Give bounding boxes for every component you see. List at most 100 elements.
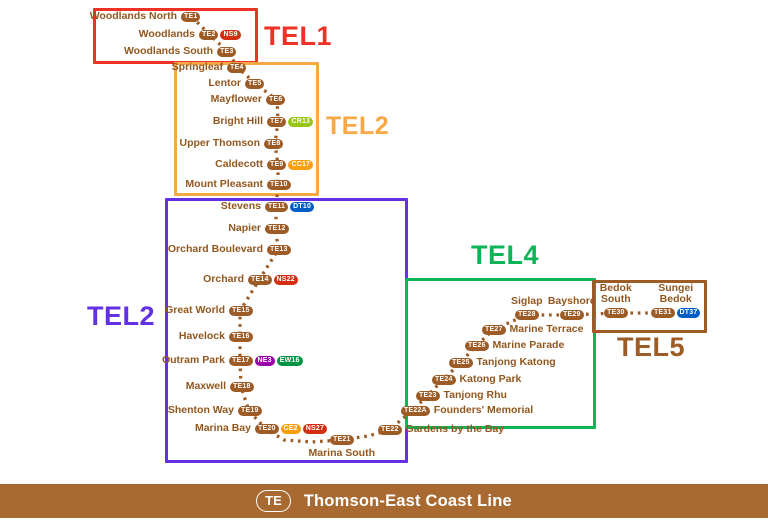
station-code-badge-TE12: TE12	[265, 224, 289, 234]
station-code-badge-TE5: TE5	[245, 79, 265, 89]
station-code-badge-TE26: TE26	[465, 341, 489, 351]
station-code-badge-DT37: DT37	[676, 308, 701, 318]
station-name-label: Outram Park	[161, 354, 225, 367]
station-code-badge-TE31: TE31	[651, 308, 675, 318]
station-code-badge-NE3: NE3	[254, 356, 275, 366]
station-springleaf: Springleaf TE4	[172, 62, 247, 73]
station-name-label: Woodlands South	[123, 45, 213, 58]
station-name-label: Siglap	[511, 295, 543, 308]
station-name-label: Bedok South	[599, 281, 632, 306]
station-code-badge-TE10: TE10	[267, 180, 291, 190]
station-napier: Napier TE12	[228, 223, 289, 234]
station-name-label: Great World	[165, 304, 225, 317]
station-code-badge-TE15: TE15	[229, 306, 253, 316]
station-code-badge-TE8: TE8	[264, 139, 284, 149]
station-code-badge-NS22: NS22	[273, 275, 298, 285]
station-name-label: Napier	[228, 222, 261, 235]
station-name-label: Woodlands North	[89, 10, 177, 23]
station-code-badge-TE4: TE4	[227, 63, 247, 73]
station-name-label: Gardens by the Bay	[405, 423, 505, 436]
phase-label-TEL3: TEL2	[87, 301, 156, 331]
station-name-label: Sungei Bedok	[658, 281, 694, 306]
station-code-badge-TE29: TE29	[560, 310, 584, 320]
station-code-badge-TE22A: TE22A	[401, 406, 430, 416]
line-title: Thomson-East Coast Line	[303, 491, 512, 510]
station-code-badge-TE14: TE14	[248, 275, 272, 285]
station-name-label: Mayflower	[210, 93, 262, 106]
station-code-badge-NS9: NS9	[220, 30, 241, 40]
station-code-badge-TE11: TE11	[265, 202, 289, 212]
phase-label-TEL2: TEL2	[326, 112, 390, 140]
station-name-label: Maxwell	[185, 380, 226, 393]
phase-label-TEL5: TEL5	[617, 332, 686, 362]
station-name-label: Marine Terrace	[509, 323, 584, 336]
station-code-badge-TE21: TE21	[330, 435, 354, 445]
station-code-badge-TE7: TE7	[267, 117, 287, 127]
station-name-label: Tanjong Katong	[476, 356, 556, 369]
station-name-label: Tanjong Rhu	[443, 389, 507, 402]
station-name-label: Springleaf	[171, 61, 223, 74]
station-code-badge-TE19: TE19	[238, 406, 262, 416]
station-name-label: Marina Bay	[194, 422, 251, 435]
station-name-label: Bright Hill	[212, 115, 263, 128]
station-name-label: Caldecott	[215, 158, 263, 171]
station-code-badge-TE30: TE30	[604, 308, 628, 318]
station-code-badge-TE23: TE23	[416, 391, 440, 401]
station-code-badge-TE27: TE27	[482, 325, 506, 335]
station-code-badge-TE1: TE1	[181, 12, 201, 22]
station-name-label: Marina South	[308, 447, 376, 459]
station-code-badge-NS27: NS27	[302, 424, 328, 434]
station-woodlands-south: Woodlands South TE3	[124, 46, 237, 57]
station-mount-pleasant: Mount Pleasant TE10	[185, 179, 291, 190]
station-woodlands-north: Woodlands North TE1	[90, 11, 201, 22]
station-code-badge-DT10: DT10	[290, 202, 315, 212]
station-name-label: Shenton Way	[167, 404, 234, 417]
station-code-badge-TE17: TE17	[229, 356, 253, 366]
station-code-badge-TE9: TE9	[267, 160, 287, 170]
station-code-badge-EW16: EW16	[276, 356, 303, 366]
phase-label-TEL1: TEL1	[264, 21, 333, 51]
station-code-badge-TE28: TE28	[515, 310, 539, 320]
station-name-label: Founders' Memorial	[433, 404, 534, 417]
station-name-label: Mount Pleasant	[185, 178, 263, 191]
station-name-label: Orchard Boulevard	[167, 243, 263, 256]
station-shenton-way: Shenton Way TE19	[168, 405, 262, 416]
station-name-label: Woodlands	[138, 28, 195, 41]
station-name-label: Upper Thomson	[179, 137, 261, 150]
station-name-label: Lentor	[208, 77, 241, 90]
legend-bar: TE Thomson-East Coast Line	[0, 484, 768, 518]
station-code-badge-CE2: CE2	[280, 424, 301, 434]
station-code-badge-TE3: TE3	[217, 47, 237, 57]
phase-label-TEL4: TEL4	[471, 240, 540, 270]
station-code-badge-TE16: TE16	[229, 332, 253, 342]
station-code-badge-TE22: TE22	[378, 425, 402, 435]
station-great-world: Great World TE15	[165, 305, 253, 316]
station-name-label: Katong Park	[459, 373, 522, 386]
station-name-label: Orchard	[203, 273, 244, 286]
te-line-badge: TE	[256, 490, 291, 512]
